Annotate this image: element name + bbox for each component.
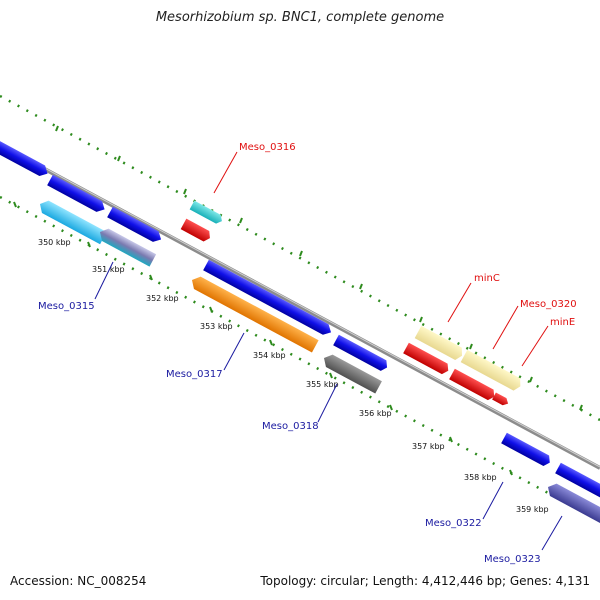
gene-feature-meso0316-cyan[interactable] [189, 200, 225, 226]
gene-label-meso0317[interactable]: Meso_0317 [166, 369, 223, 380]
leader-lines [94, 151, 563, 551]
inner-ruler-ticks [13, 201, 573, 508]
map-title: Mesorhizobium sp. BNC1, complete genome [155, 10, 445, 25]
gene-feature-meso0320[interactable] [460, 349, 524, 393]
tick-label: 357 kbp [412, 442, 445, 451]
gene-feature-forward[interactable] [333, 334, 390, 373]
topology-label: Topology: circular; Length: 4,412,446 bp… [260, 574, 590, 588]
accession-label: Accession: NC_008254 [10, 574, 147, 588]
gene-label-meso0322[interactable]: Meso_0322 [425, 518, 482, 529]
gene-feature-meso0322[interactable] [501, 432, 552, 468]
gene-feature-forward[interactable] [47, 174, 107, 215]
genome-backbone [0, 143, 600, 470]
gene-feature-forward[interactable] [107, 206, 164, 245]
tick-label: 350 kbp [38, 238, 71, 247]
gene-label-meso0320[interactable]: Meso_0320 [520, 299, 577, 310]
gene-feature-reverse-red[interactable] [180, 218, 213, 244]
gene-label-meso0316[interactable]: Meso_0316 [239, 142, 296, 153]
gene-feature-forward[interactable] [555, 462, 600, 505]
gene-feature-forward[interactable] [203, 259, 334, 338]
gene-feature-reverse[interactable] [97, 226, 157, 267]
outer-ruler-ticks [55, 125, 583, 411]
gene-label-minC[interactable]: minC [474, 273, 500, 284]
tick-label: 353 kbp [200, 322, 233, 331]
gene-feature-reverse-red[interactable] [403, 342, 451, 376]
gene-feature-forward[interactable] [0, 137, 50, 179]
gene-label-meso0318[interactable]: Meso_0318 [262, 421, 319, 432]
gene-label-meso0315[interactable]: Meso_0315 [38, 301, 95, 312]
gene-feature-minC[interactable] [414, 325, 466, 362]
outer-ruler [0, 94, 600, 422]
tick-label: 356 kbp [359, 409, 392, 418]
gene-feature-meso0315[interactable] [37, 198, 107, 245]
inner-ruler [0, 195, 600, 523]
tick-label: 355 kbp [306, 380, 339, 389]
tick-label: 358 kbp [464, 473, 497, 482]
gene-feature-minE[interactable] [492, 392, 510, 407]
tick-label: 352 kbp [146, 294, 179, 303]
gene-feature-meso0317[interactable] [189, 274, 319, 353]
gene-feature-meso0318[interactable] [321, 352, 382, 394]
tick-label: 351 kbp [92, 265, 125, 274]
gene-feature-reverse-red[interactable] [449, 368, 497, 402]
gene-features [0, 137, 600, 527]
gene-label-meso0323[interactable]: Meso_0323 [484, 554, 541, 565]
gene-feature-meso0323[interactable] [545, 481, 600, 527]
gene-label-minE[interactable]: minE [550, 317, 575, 328]
tick-label: 359 kbp [516, 505, 549, 514]
tick-label: 354 kbp [253, 351, 286, 360]
